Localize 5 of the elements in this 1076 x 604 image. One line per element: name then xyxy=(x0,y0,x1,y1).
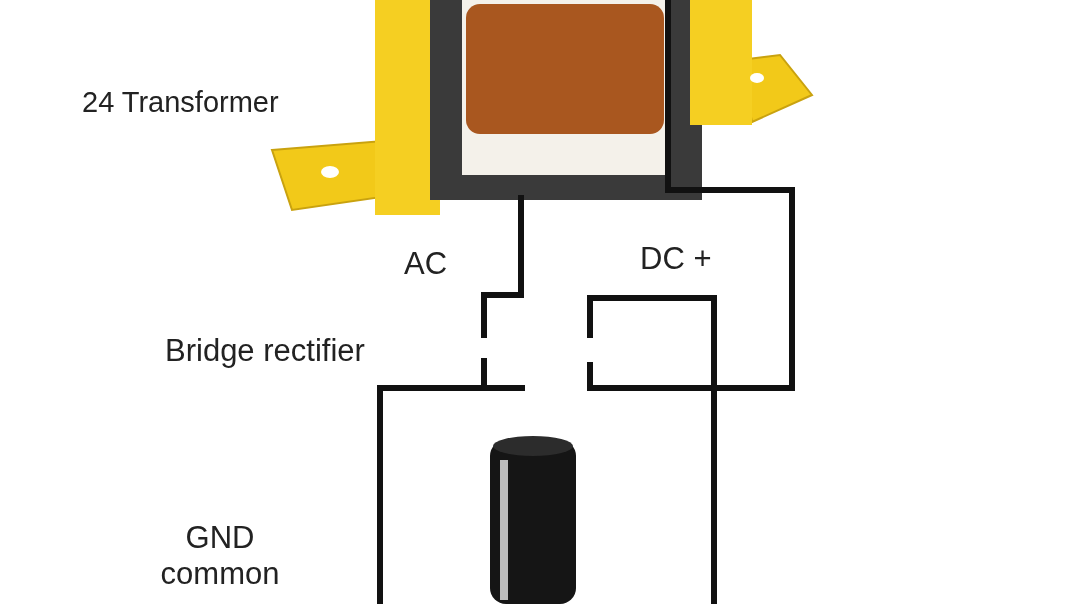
part-label: Bridge rectifier xyxy=(165,333,366,369)
part-label: 24 Transformer xyxy=(82,86,280,120)
part-label: DC + xyxy=(640,241,713,277)
part-label: GND common xyxy=(159,520,281,592)
part-label: AC xyxy=(404,246,449,282)
